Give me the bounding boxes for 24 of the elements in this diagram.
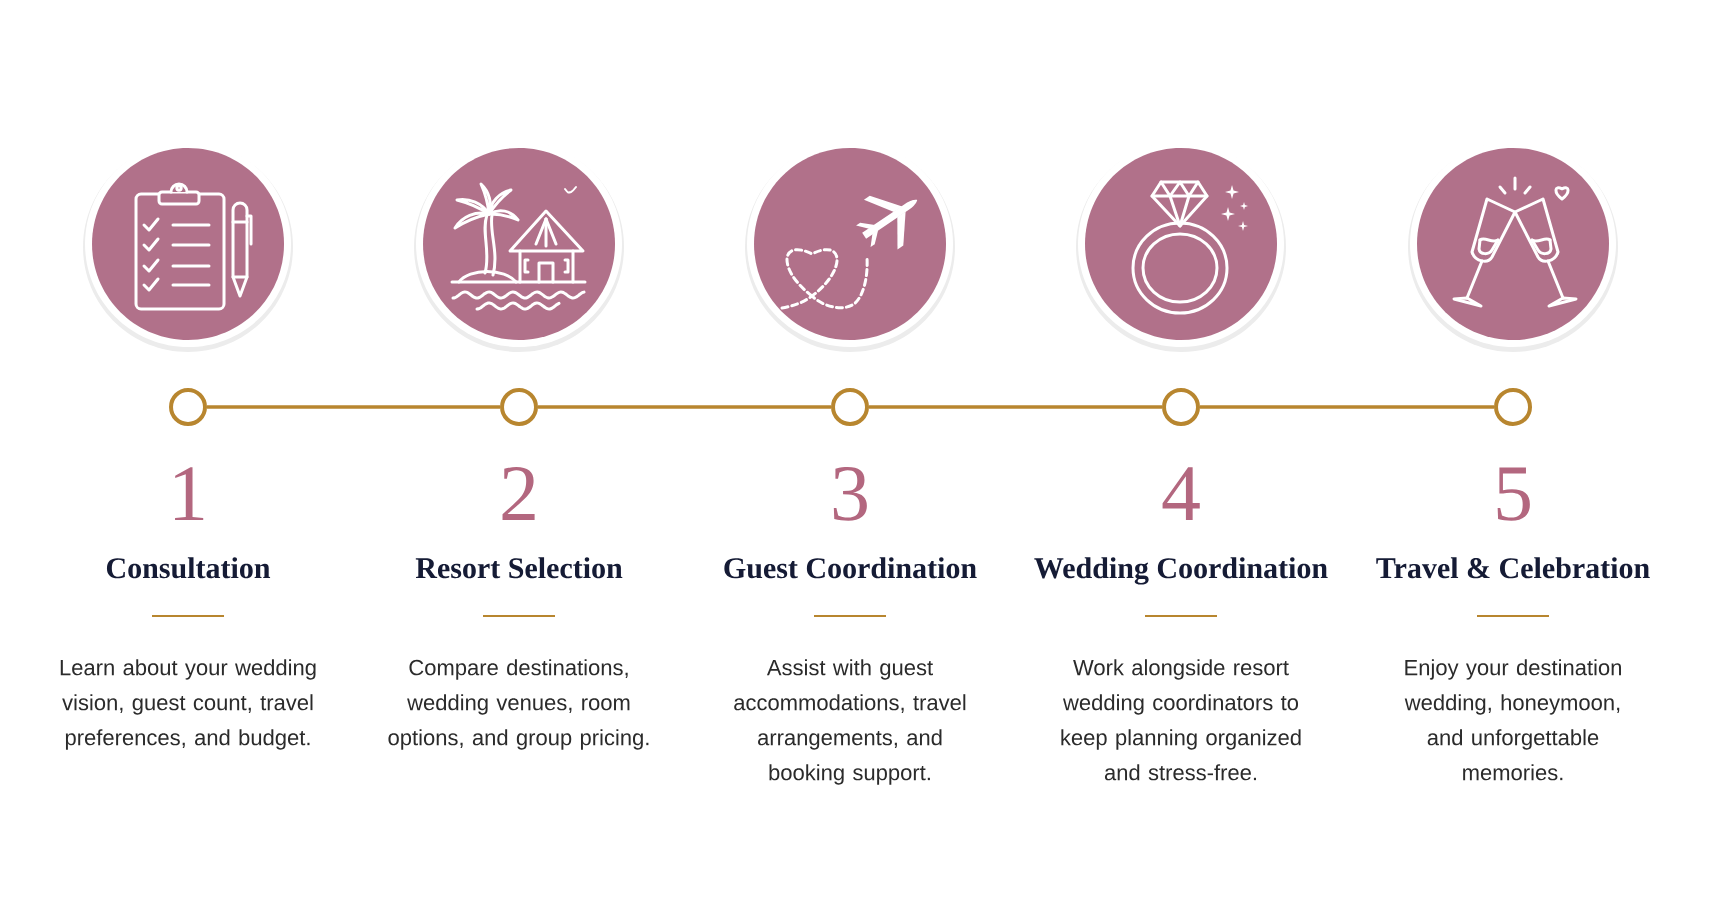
step-description: Work alongside resort wedding coordinators to keep planning organized and stress-free. — [1061, 659, 1301, 781]
timeline-line — [207, 405, 500, 409]
timeline-marker — [1162, 388, 1200, 426]
timeline-line — [1200, 405, 1494, 409]
timeline-line — [538, 405, 831, 409]
timeline-marker — [169, 388, 207, 426]
step-number: 1 — [175, 467, 204, 520]
step-title: Travel & Celebration — [1376, 557, 1650, 579]
timeline-marker — [1494, 388, 1532, 426]
step-number: 2 — [502, 467, 535, 520]
step-number: 3 — [833, 467, 867, 521]
step-description: Learn about your wedding vision, guest count, travel preferences, and budget. — [60, 659, 316, 750]
step-number: 4 — [1162, 467, 1200, 520]
step-description: Compare destinations, wedding venues, room options, and group pricing. — [388, 659, 649, 750]
step-title: Resort Selection — [415, 557, 623, 579]
step-title: Wedding Coordination — [1034, 557, 1328, 585]
step-title: Consultation — [106, 557, 271, 579]
step-description: Assist with guest accommodations, travel arrangements, and booking support. — [734, 659, 966, 785]
step-title: Guest Coordination — [724, 557, 977, 579]
timeline-marker — [831, 388, 869, 426]
timeline-line — [869, 405, 1162, 409]
step-number: 5 — [1497, 467, 1530, 521]
timeline-marker — [500, 388, 538, 426]
step-description: Enjoy your destination wedding, honeymoon, and unforgettable memories. — [1404, 659, 1621, 781]
